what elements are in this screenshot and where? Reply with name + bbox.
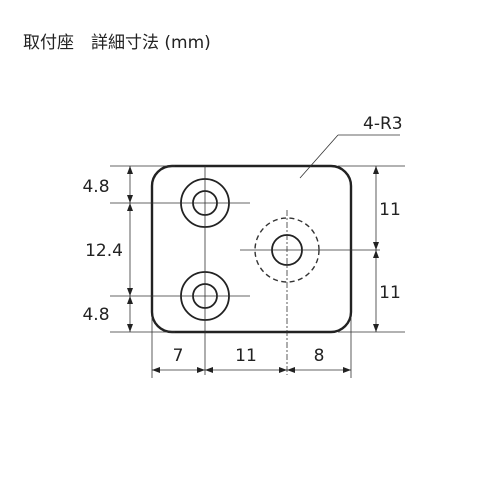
dim-left-mid: 12.4: [85, 241, 123, 261]
left-extension-lines: [110, 165, 175, 333]
plate-outline: [150, 164, 353, 334]
dim-bottom-mid: 11: [235, 346, 257, 366]
left-dimension-arrows: [127, 166, 133, 332]
dim-bottom-right: 8: [314, 346, 325, 366]
dim-left-top: 4.8: [82, 177, 109, 197]
drawing-title: 取付座 詳細寸法 (mm): [23, 33, 211, 53]
bottom-extension-lines: [151, 318, 352, 378]
radius-callout: 4-R3: [363, 114, 403, 134]
dim-right-top: 11: [379, 200, 401, 220]
dim-right-bottom: 11: [379, 283, 401, 303]
dim-left-bottom: 4.8: [82, 305, 109, 325]
right-dimension-arrows: [373, 166, 379, 332]
center-lines: [130, 166, 380, 375]
bottom-dimension-arrows: [152, 367, 351, 373]
radius-leader: [299, 134, 400, 179]
dim-bottom-left: 7: [173, 346, 184, 366]
right-extension-lines: [338, 165, 405, 333]
